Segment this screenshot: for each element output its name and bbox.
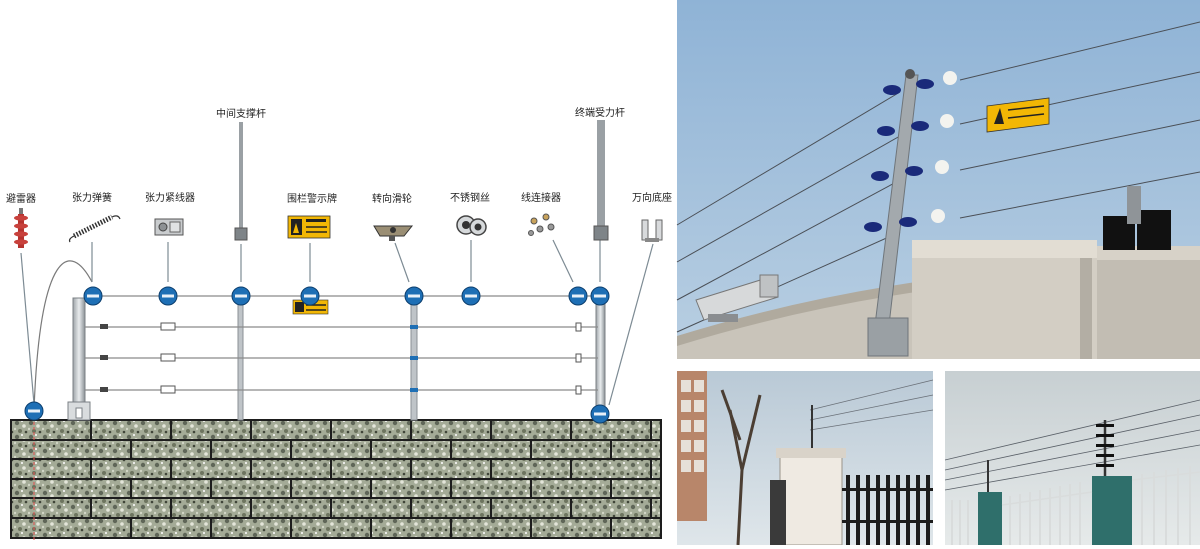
diagram-labels: 避雷器 张力弹簧 张力紧线器 中间支撑杆 围栏警示牌 转向滑轮 不锈钢丝 线连接… bbox=[6, 106, 672, 205]
label-lightning-arrester: 避雷器 bbox=[6, 192, 36, 205]
callout-node-bar bbox=[572, 294, 584, 298]
callout-node-bar bbox=[235, 294, 247, 298]
warning-sign-illustration bbox=[287, 215, 331, 239]
label-tensioner: 张力紧线器 bbox=[145, 191, 195, 204]
callout-node-bar bbox=[594, 412, 606, 416]
label-universal-base: 万向底座 bbox=[632, 191, 672, 204]
callout-node-bar bbox=[28, 409, 40, 413]
warning-sign-icon bbox=[986, 97, 1050, 133]
photo-bottom-right bbox=[944, 371, 1200, 545]
pole-spring-end bbox=[67, 297, 91, 421]
terminal-pole-illustration bbox=[593, 120, 609, 241]
gate-photo bbox=[842, 475, 933, 545]
callout-node-bar bbox=[465, 294, 477, 298]
photo-bottom-left bbox=[677, 371, 934, 546]
pulley-illustration bbox=[373, 225, 414, 241]
callout-node-bar bbox=[594, 294, 606, 298]
brick-wall bbox=[10, 412, 662, 540]
callout-node-bar bbox=[304, 294, 316, 298]
label-warning-sign: 围栏警示牌 bbox=[287, 192, 337, 205]
label-tension-spring: 张力弹簧 bbox=[72, 191, 112, 204]
callout-nodes bbox=[24, 286, 610, 424]
label-wire-connector: 线连接器 bbox=[521, 191, 561, 204]
tensioner-illustration bbox=[154, 218, 184, 236]
camera-icon bbox=[695, 274, 779, 322]
callout-node-bar bbox=[408, 294, 420, 298]
tension-spring-illustration bbox=[68, 214, 121, 243]
universal-base-illustration bbox=[641, 219, 663, 242]
label-pulley: 转向滑轮 bbox=[372, 192, 412, 205]
steel-wire-illustration bbox=[456, 215, 487, 236]
callout-node-bar bbox=[162, 294, 174, 298]
wire-hardware bbox=[100, 322, 582, 395]
fence-diagram: 避雷器 张力弹簧 张力紧线器 中间支撑杆 围栏警示牌 转向滑轮 不锈钢丝 线连接… bbox=[6, 106, 672, 540]
fence-wires bbox=[33, 260, 598, 411]
label-middle-pole: 中间支撑杆 bbox=[216, 107, 266, 120]
leader-lines bbox=[20, 239, 654, 406]
fence-warning-sign bbox=[292, 299, 329, 315]
callout-node-bar bbox=[87, 294, 99, 298]
label-terminal-pole: 终端受力杆 bbox=[575, 106, 625, 119]
photo-main bbox=[676, 0, 1200, 359]
middle-pole-illustration bbox=[234, 122, 248, 241]
label-steel-wire: 不锈钢丝 bbox=[450, 191, 490, 204]
wire-connector-illustration bbox=[528, 213, 555, 236]
lightning-arrester-illustration bbox=[14, 208, 28, 248]
